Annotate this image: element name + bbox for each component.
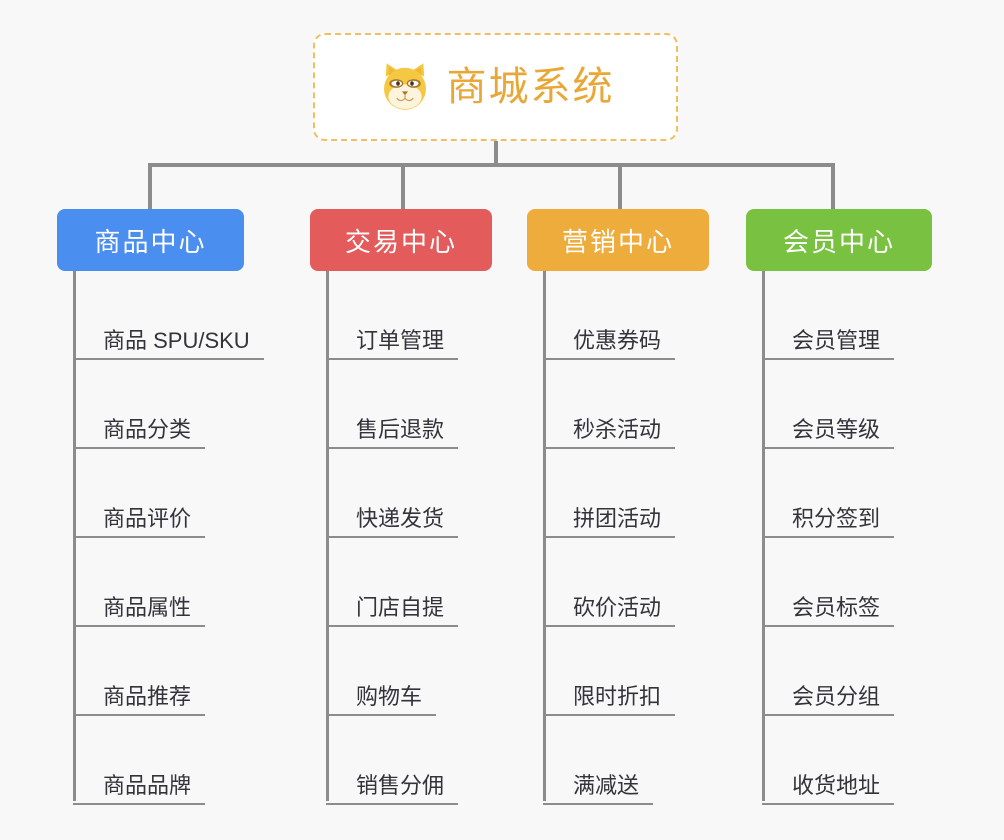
list-item-label: 收货地址 <box>762 773 895 805</box>
list-item[interactable]: 快递发货 <box>326 449 492 538</box>
list-item[interactable]: 会员等级 <box>762 360 932 449</box>
list-item[interactable]: 会员标签 <box>762 538 932 627</box>
list-item-label: 优惠券码 <box>543 328 676 360</box>
list-item[interactable]: 拼团活动 <box>543 449 709 538</box>
branch-head-label: 商品中心 <box>94 226 207 257</box>
list-item[interactable]: 满减送 <box>543 716 709 805</box>
list-item[interactable]: 售后退款 <box>326 360 492 449</box>
list-item-label: 会员等级 <box>762 417 895 449</box>
list-item-label: 积分签到 <box>762 506 895 538</box>
list-item-label: 售后退款 <box>326 417 459 449</box>
branch-column-trade-center: 交易中心 订单管理 售后退款 快递发货 门店自提 购物车 销售分佣 <box>310 209 492 805</box>
branch-item-list: 会员管理 会员等级 积分签到 会员标签 会员分组 收货地址 <box>746 271 932 805</box>
branch-item-list: 订单管理 售后退款 快递发货 门店自提 购物车 销售分佣 <box>310 271 492 805</box>
list-item[interactable]: 商品属性 <box>73 538 244 627</box>
branch-column-marketing-center: 营销中心 优惠券码 秒杀活动 拼团活动 砍价活动 限时折扣 满减送 <box>527 209 709 805</box>
branch-head-label: 会员中心 <box>782 226 895 257</box>
branch-column-product-center: 商品中心 商品 SPU/SKU 商品分类 商品评价 商品属性 商品推荐 商品品牌 <box>57 209 264 805</box>
list-item[interactable]: 购物车 <box>326 627 492 716</box>
list-item-label: 商品属性 <box>73 595 206 627</box>
connector-horizontal-bus <box>148 163 834 167</box>
list-item-label: 限时折扣 <box>543 684 676 716</box>
list-item[interactable]: 会员管理 <box>762 271 932 360</box>
branch-head-label: 交易中心 <box>344 226 457 257</box>
list-item[interactable]: 商品分类 <box>73 360 244 449</box>
list-item-label: 砍价活动 <box>543 595 676 627</box>
list-item-label: 订单管理 <box>326 328 459 360</box>
list-item[interactable]: 收货地址 <box>762 716 932 805</box>
list-item-label: 拼团活动 <box>543 506 676 538</box>
list-item-label: 商品评价 <box>73 506 206 538</box>
list-item[interactable]: 会员分组 <box>762 627 932 716</box>
list-item-label: 秒杀活动 <box>543 417 676 449</box>
connector-root-stem <box>494 141 498 165</box>
list-item-label: 会员管理 <box>762 328 895 360</box>
list-item-label: 快递发货 <box>326 506 459 538</box>
root-node-card[interactable]: 商城系统 <box>313 33 678 141</box>
connector-drop-branch-1 <box>148 163 152 209</box>
root-title: 商城系统 <box>446 65 615 109</box>
branch-head-marketing-center[interactable]: 营销中心 <box>527 209 709 271</box>
list-item-label: 会员标签 <box>762 595 895 627</box>
branch-head-label: 营销中心 <box>561 226 674 257</box>
list-item[interactable]: 限时折扣 <box>543 627 709 716</box>
list-item[interactable]: 销售分佣 <box>326 716 492 805</box>
list-item[interactable]: 商品评价 <box>73 449 244 538</box>
list-item-label: 商品品牌 <box>73 773 206 805</box>
list-item-label: 满减送 <box>543 773 654 805</box>
branch-column-member-center: 会员中心 会员管理 会员等级 积分签到 会员标签 会员分组 收货地址 <box>746 209 932 805</box>
branch-head-member-center[interactable]: 会员中心 <box>746 209 932 271</box>
branch-item-list: 优惠券码 秒杀活动 拼团活动 砍价活动 限时折扣 满减送 <box>527 271 709 805</box>
branch-item-list: 商品 SPU/SKU 商品分类 商品评价 商品属性 商品推荐 商品品牌 <box>57 271 264 805</box>
list-item[interactable]: 秒杀活动 <box>543 360 709 449</box>
list-item-label: 购物车 <box>326 684 437 716</box>
list-item-label: 商品推荐 <box>73 684 206 716</box>
list-item[interactable]: 商品品牌 <box>73 716 244 805</box>
list-item[interactable]: 砍价活动 <box>543 538 709 627</box>
branch-head-trade-center[interactable]: 交易中心 <box>310 209 492 271</box>
list-item[interactable]: 门店自提 <box>326 538 492 627</box>
connector-drop-branch-3 <box>618 163 622 209</box>
list-item-label: 商品 SPU/SKU <box>73 328 264 360</box>
list-item[interactable]: 优惠券码 <box>543 271 709 360</box>
list-item[interactable]: 积分签到 <box>762 449 932 538</box>
shiba-dog-icon <box>383 63 426 110</box>
list-item-label: 销售分佣 <box>326 773 459 805</box>
list-item-label: 商品分类 <box>73 417 206 449</box>
list-item-label: 会员分组 <box>762 684 895 716</box>
list-item[interactable]: 商品推荐 <box>73 627 244 716</box>
connector-drop-branch-2 <box>401 163 405 209</box>
list-item[interactable]: 商品 SPU/SKU <box>73 271 264 360</box>
connector-drop-branch-4 <box>831 163 835 209</box>
list-item[interactable]: 订单管理 <box>326 271 492 360</box>
branch-head-product-center[interactable]: 商品中心 <box>57 209 244 271</box>
list-item-label: 门店自提 <box>326 595 459 627</box>
